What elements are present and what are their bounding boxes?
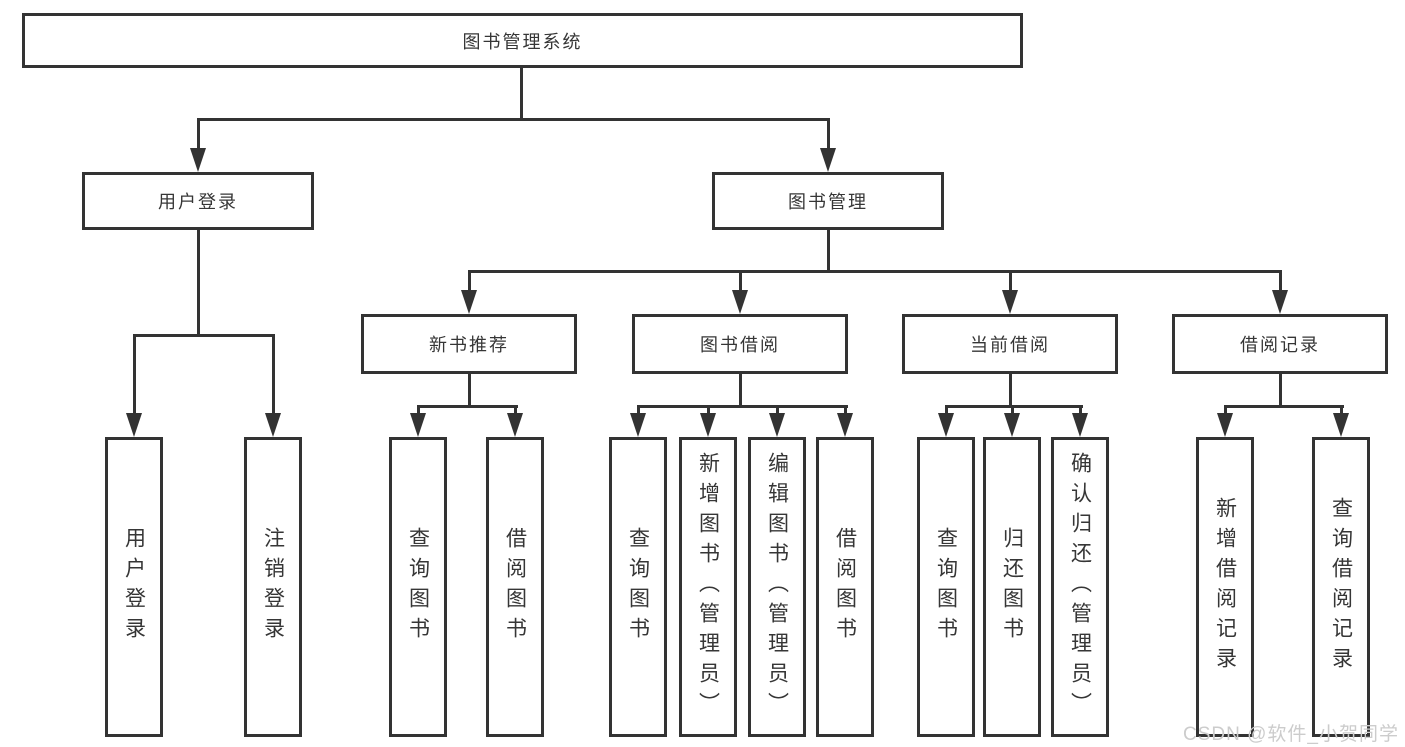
connector-drop-g0-leaf0 [417, 405, 420, 415]
connector-drop-g2-leaf2 [1079, 405, 1082, 415]
node-book-borrow: 图书借阅 [632, 314, 848, 374]
connector-drop-book-borrow [739, 270, 742, 292]
arrowhead-down-g1-leaf0-icon [630, 413, 646, 437]
node-current-borrow: 当前借阅 [902, 314, 1118, 374]
node-library-system: 图书管理系统 [22, 13, 1023, 68]
connector-drop-g3-leaf0 [1224, 405, 1227, 415]
connector-drop-leaf-logout [272, 334, 275, 415]
connector-user-login-bus [133, 334, 274, 337]
connector-book-borrow-stem [739, 374, 742, 408]
connector-drop-new-book [468, 270, 471, 292]
connector-drop-current-borrow [1009, 270, 1012, 292]
leaf-query-books-current-label: 查询图书 [934, 527, 958, 647]
node-book-mgmt-label: 图书管理 [788, 192, 868, 212]
arrowhead-down-book-mgmt-icon [820, 148, 836, 172]
arrowhead-down-g3-leaf0-icon [1217, 413, 1233, 437]
leaf-user-login-label: 用户登录 [122, 527, 146, 647]
leaf-return-books: 归还图书 [983, 437, 1041, 737]
arrowhead-down-new-book-icon [461, 290, 477, 314]
arrowhead-down-leaf-login-icon [126, 413, 142, 437]
node-user-login: 用户登录 [82, 172, 314, 230]
leaf-add-borrow-record-label: 新增借阅记录 [1213, 497, 1237, 677]
connector-book-mgmt-stem [827, 230, 830, 273]
arrowhead-down-g1-leaf2-icon [769, 413, 785, 437]
leaf-borrow-books-rec-label: 借阅图书 [503, 527, 527, 647]
leaf-query-borrow-record: 查询借阅记录 [1312, 437, 1370, 737]
connector-drop-leaf-login [133, 334, 136, 415]
node-book-mgmt: 图书管理 [712, 172, 944, 230]
connector-drop-book-mgmt [827, 118, 830, 150]
node-new-book-rec: 新书推荐 [361, 314, 577, 374]
arrowhead-down-g1-leaf1-icon [700, 413, 716, 437]
connector-drop-g1-leaf1 [707, 405, 710, 415]
connector-new-book-rec-bus [417, 405, 518, 408]
node-user-login-label: 用户登录 [158, 192, 238, 212]
leaf-confirm-return-admin: 确认归还（管理员） [1051, 437, 1109, 737]
connector-new-book-rec-stem [468, 374, 471, 408]
leaf-user-login: 用户登录 [105, 437, 163, 737]
leaf-borrow-books-rec: 借阅图书 [486, 437, 544, 737]
arrowhead-down-current-borrow-icon [1002, 290, 1018, 314]
connector-borrow-records-stem [1279, 374, 1282, 408]
node-new-book-rec-label: 新书推荐 [429, 335, 509, 355]
arrowhead-down-g3-leaf1-icon [1333, 413, 1349, 437]
leaf-edit-book-admin: 编辑图书（管理员） [748, 437, 806, 737]
connector-root-stem [520, 68, 523, 120]
connector-book-borrow-bus [637, 405, 848, 408]
connector-borrow-records-bus [1224, 405, 1344, 408]
connector-book-mgmt-bus [468, 270, 1282, 273]
connector-current-borrow-bus [945, 405, 1083, 408]
leaf-query-borrow-record-label: 查询借阅记录 [1329, 497, 1353, 677]
arrowhead-down-g2-leaf0-icon [938, 413, 954, 437]
node-book-borrow-label: 图书借阅 [700, 335, 780, 355]
leaf-query-books-borrow-label: 查询图书 [626, 527, 650, 647]
leaf-query-books-rec: 查询图书 [389, 437, 447, 737]
leaf-add-book-admin-label: 新增图书（管理员） [696, 452, 720, 722]
node-borrow-records-label: 借阅记录 [1240, 335, 1320, 355]
arrowhead-down-g0-leaf1-icon [507, 413, 523, 437]
connector-drop-borrow-records [1279, 270, 1282, 292]
leaf-query-books-borrow: 查询图书 [609, 437, 667, 737]
node-current-borrow-label: 当前借阅 [970, 335, 1050, 355]
arrowhead-down-g1-leaf3-icon [837, 413, 853, 437]
node-library-system-label: 图书管理系统 [462, 31, 583, 52]
leaf-query-books-rec-label: 查询图书 [406, 527, 430, 647]
leaf-borrow-books-label: 借阅图书 [833, 527, 857, 647]
connector-drop-g1-leaf0 [637, 405, 640, 415]
leaf-add-borrow-record: 新增借阅记录 [1196, 437, 1254, 737]
leaf-logout: 注销登录 [244, 437, 302, 737]
leaf-edit-book-admin-label: 编辑图书（管理员） [765, 452, 789, 722]
node-borrow-records: 借阅记录 [1172, 314, 1388, 374]
connector-drop-g2-leaf1 [1011, 405, 1014, 415]
leaf-return-books-label: 归还图书 [1000, 527, 1024, 647]
connector-drop-g1-leaf2 [776, 405, 779, 415]
connector-user-login-stem [197, 230, 200, 337]
leaf-add-book-admin: 新增图书（管理员） [679, 437, 737, 737]
connector-drop-g2-leaf0 [945, 405, 948, 415]
connector-current-borrow-stem [1009, 374, 1012, 408]
arrowhead-down-user-login-icon [190, 148, 206, 172]
connector-drop-g0-leaf1 [514, 405, 517, 415]
connector-root-bus [197, 118, 830, 121]
arrowhead-down-leaf-logout-icon [265, 413, 281, 437]
leaf-logout-label: 注销登录 [261, 527, 285, 647]
connector-drop-g3-leaf1 [1340, 405, 1343, 415]
leaf-confirm-return-admin-label: 确认归还（管理员） [1068, 452, 1092, 722]
arrowhead-down-g2-leaf1-icon [1004, 413, 1020, 437]
connector-drop-g1-leaf3 [844, 405, 847, 415]
arrowhead-down-g0-leaf0-icon [410, 413, 426, 437]
csdn-watermark: CSDN @软件_小贺同学 [1183, 724, 1399, 745]
arrowhead-down-g2-leaf2-icon [1072, 413, 1088, 437]
arrowhead-down-book-borrow-icon [732, 290, 748, 314]
leaf-query-books-current: 查询图书 [917, 437, 975, 737]
connector-drop-user-login [197, 118, 200, 150]
leaf-borrow-books: 借阅图书 [816, 437, 874, 737]
arrowhead-down-borrow-records-icon [1272, 290, 1288, 314]
